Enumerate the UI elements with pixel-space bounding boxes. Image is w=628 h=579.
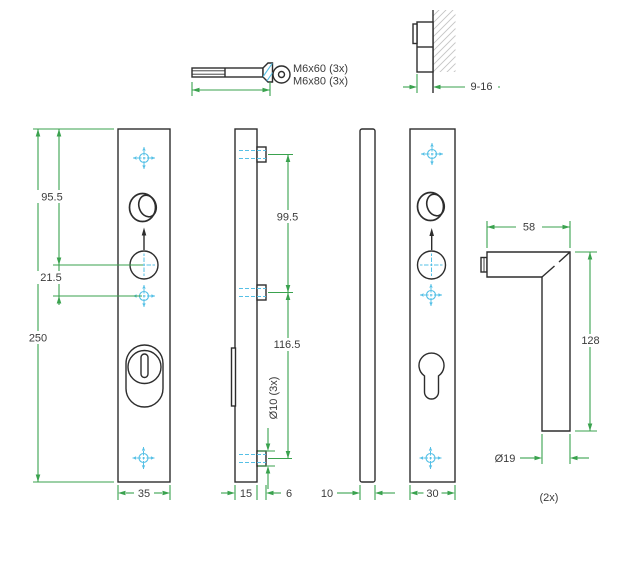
security-rosette: [125, 344, 164, 408]
outer-plate-dimensions: 95.5 21.5 250 35: [26, 128, 171, 500]
side-view-dimensions: 99.5 116.5 Ø10 (3x) 15 6: [221, 153, 307, 500]
inner-plate-body: [409, 128, 456, 483]
inner-plate-dimensions: 30: [409, 485, 456, 500]
inner-plate-front-view: 30: [409, 128, 456, 500]
outer-plate-front-view: 95.5 21.5 250 35: [26, 128, 171, 500]
wall-mounting-detail: 9-16: [403, 10, 500, 93]
threaded-boss: [256, 284, 267, 301]
threaded-boss: [256, 450, 267, 467]
threaded-boss: [256, 146, 267, 163]
outer-plate-side-view: 99.5 116.5 Ø10 (3x) 15 6: [221, 128, 307, 500]
screw-head-end-view: [272, 65, 291, 84]
cylinder-offset-dimension: 95.5: [41, 192, 62, 204]
boss-diameter-dimension: Ø10 (3x): [268, 377, 280, 420]
handle-dimensions: 58 128 Ø19 (2x): [486, 220, 604, 504]
plate-width-dimension: 35: [138, 488, 150, 500]
handle-quantity-label: (2x): [540, 492, 559, 504]
lever-handle-drawing: 58 128 Ø19 (2x): [480, 220, 604, 504]
grip-diameter-dimension: Ø19: [495, 453, 516, 465]
backset-dimension: 9-16: [403, 74, 500, 93]
rosette-side-profile: [230, 347, 237, 407]
handle-hole: [416, 250, 447, 280]
cover-plate-body: [359, 128, 376, 483]
inner-plate-width-dimension: 30: [426, 488, 438, 500]
screw-head-hatching: [263, 63, 273, 82]
grip-length-dimension: 128: [581, 335, 599, 347]
handle-offset-dimension: 21.5: [40, 272, 61, 284]
mitre-joint-line: [541, 265, 555, 278]
cover-plate-dimensions: 10: [321, 485, 395, 500]
euro-cylinder-keyhole: [418, 352, 445, 400]
screw-length-dimension: [191, 82, 271, 96]
cover-thickness-dimension: 10: [321, 488, 333, 500]
screw-drawing: M6x60 (3x) M6x80 (3x): [191, 62, 348, 96]
upper-hole-spacing-dimension: 99.5: [277, 212, 298, 224]
cover-plate-side-view: 10: [321, 128, 395, 500]
outer-plate-body: [117, 128, 171, 483]
arm-length-dimension: 58: [523, 222, 535, 234]
boss-protrusion-dimension: 6: [286, 488, 292, 500]
plate-thickness-dimension: 15: [240, 488, 252, 500]
cylinder-opening: [127, 349, 162, 385]
handle-body: [486, 251, 571, 432]
plate-height-dimension: 250: [29, 333, 47, 345]
cylinder-collar-side: [412, 23, 418, 45]
screw-size-label-2: M6x80 (3x): [293, 76, 348, 88]
screw-socket: [277, 70, 286, 79]
screw-shaft: [191, 67, 264, 78]
wall-backset-dimension: 9-16: [470, 81, 492, 93]
wall-hatching: [433, 10, 456, 72]
cylinder-slot: [140, 353, 149, 379]
outer-plate-side-body: [234, 128, 258, 483]
lower-hole-spacing-dimension: 116.5: [274, 339, 301, 351]
screw-size-label-1: M6x60 (3x): [293, 63, 348, 75]
